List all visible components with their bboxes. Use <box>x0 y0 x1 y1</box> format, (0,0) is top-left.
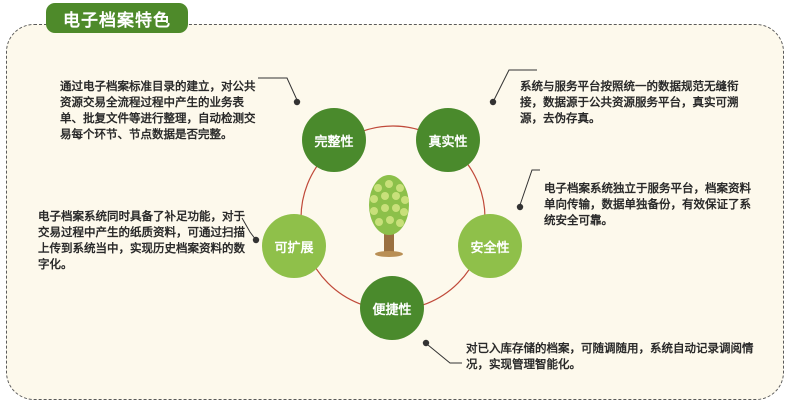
node-authentic: 真实性 <box>416 108 480 172</box>
leader-dot-secure <box>516 203 524 211</box>
description-extensible: 电子档案系统同时具备了补足功能，对于交易过程中产生的纸质资料，可通过扫描上传到系… <box>38 209 245 271</box>
leader-dot-complete <box>293 98 301 106</box>
leader-line-complete <box>258 77 298 101</box>
leader-dot-extensible <box>252 236 260 244</box>
description-secure: 电子档案系统独立于服务平台，档案资料单向传输，数据单独备份，有效保证了系统安全可… <box>544 181 751 227</box>
leader-line-extensible <box>241 217 257 241</box>
node-extensible: 可扩展 <box>262 214 326 278</box>
leader-line-convenient <box>427 344 462 364</box>
node-complete: 完整性 <box>302 108 366 172</box>
tree-icon <box>369 175 409 257</box>
leader-line-authentic <box>493 69 537 101</box>
page-title: 电子档案特色 <box>46 3 188 33</box>
node-secure: 安全性 <box>458 214 522 278</box>
leader-dot-authentic <box>489 98 497 106</box>
description-complete: 通过电子档案标准目录的建立，对公共资源交易全流程过程中产生的业务表单、批复文件等… <box>60 79 256 141</box>
leader-line-secure <box>519 169 540 206</box>
description-convenient: 对已入库存储的档案，可随调随用，系统自动记录调阅情况，实现管理智能化。 <box>466 341 754 371</box>
node-convenient: 便捷性 <box>360 276 424 340</box>
description-authentic: 系统与服务平台按照统一的数据规范无缝衔接，数据源于公共资源服务平台，真实可溯源，… <box>520 79 739 125</box>
leader-dot-convenient <box>422 339 430 347</box>
